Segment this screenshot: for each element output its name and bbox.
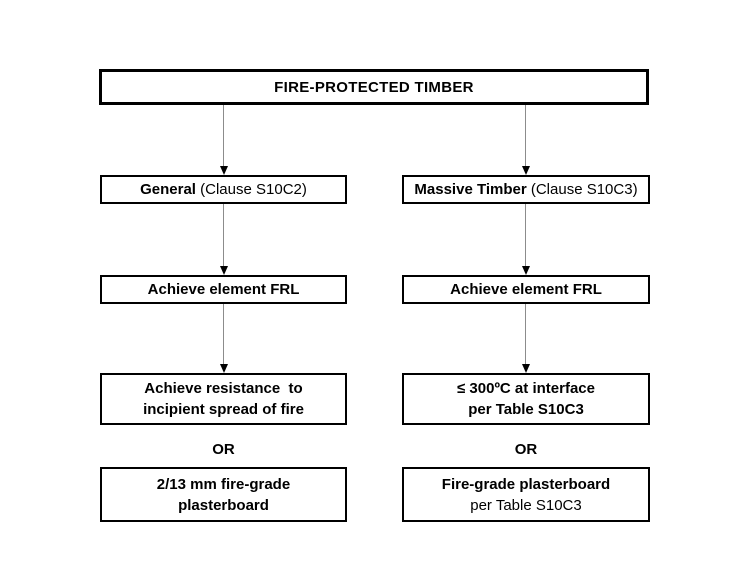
node-label: Achieve resistance to incipient spread o… (143, 380, 304, 418)
arrow-down-icon (219, 364, 228, 373)
node-achieve-frl-right: Achieve element FRL (402, 275, 650, 304)
node-label: General (Clause S10C2) (140, 181, 307, 198)
node-incipient-spread: Achieve resistance to incipient spread o… (100, 373, 347, 425)
node-plasterboard-right: Fire-grade plasterboard per Table S10C3 (402, 467, 650, 522)
node-label: 2/13 mm fire-grade plasterboard (156, 475, 291, 514)
arrow-frl-to-interface (521, 304, 530, 373)
arrow-frl-to-resistance (219, 304, 228, 373)
node-label: Fire-grade plasterboard per Table S10C3 (441, 475, 611, 514)
arrow-down-icon (521, 166, 530, 175)
node-achieve-frl-left: Achieve element FRL (100, 275, 347, 304)
node-label: Achieve element FRL (450, 281, 602, 298)
arrow-root-to-massive-timber (521, 105, 530, 175)
arrow-down-icon (219, 166, 228, 175)
arrow-down-icon (219, 266, 228, 275)
node-interface-temperature: ≤ 300ºC at interface per Table S10C3 (402, 373, 650, 425)
node-plasterboard-left: 2/13 mm fire-grade plasterboard (100, 467, 347, 522)
arrow-massive-to-frl (521, 204, 530, 275)
arrow-general-to-frl (219, 204, 228, 275)
node-label: Achieve element FRL (147, 281, 300, 298)
or-label-left: OR (212, 440, 235, 458)
arrow-shaft (525, 204, 526, 266)
arrow-root-to-general (219, 105, 228, 175)
root-node-label: FIRE-PROTECTED TIMBER (274, 78, 474, 96)
node-general-clause: General (Clause S10C2) (100, 175, 347, 204)
arrow-shaft (525, 105, 526, 166)
arrow-shaft (223, 304, 224, 364)
arrow-down-icon (521, 266, 530, 275)
arrow-shaft (525, 304, 526, 364)
arrow-shaft (223, 105, 224, 166)
node-fire-protected-timber: FIRE-PROTECTED TIMBER (99, 69, 649, 105)
node-label: ≤ 300ºC at interface per Table S10C3 (457, 380, 595, 418)
or-label-right: OR (514, 440, 538, 458)
node-label: Massive Timber (Clause S10C3) (414, 181, 638, 198)
node-massive-timber-clause: Massive Timber (Clause S10C3) (402, 175, 650, 204)
arrow-down-icon (521, 364, 530, 373)
arrow-shaft (223, 204, 224, 266)
